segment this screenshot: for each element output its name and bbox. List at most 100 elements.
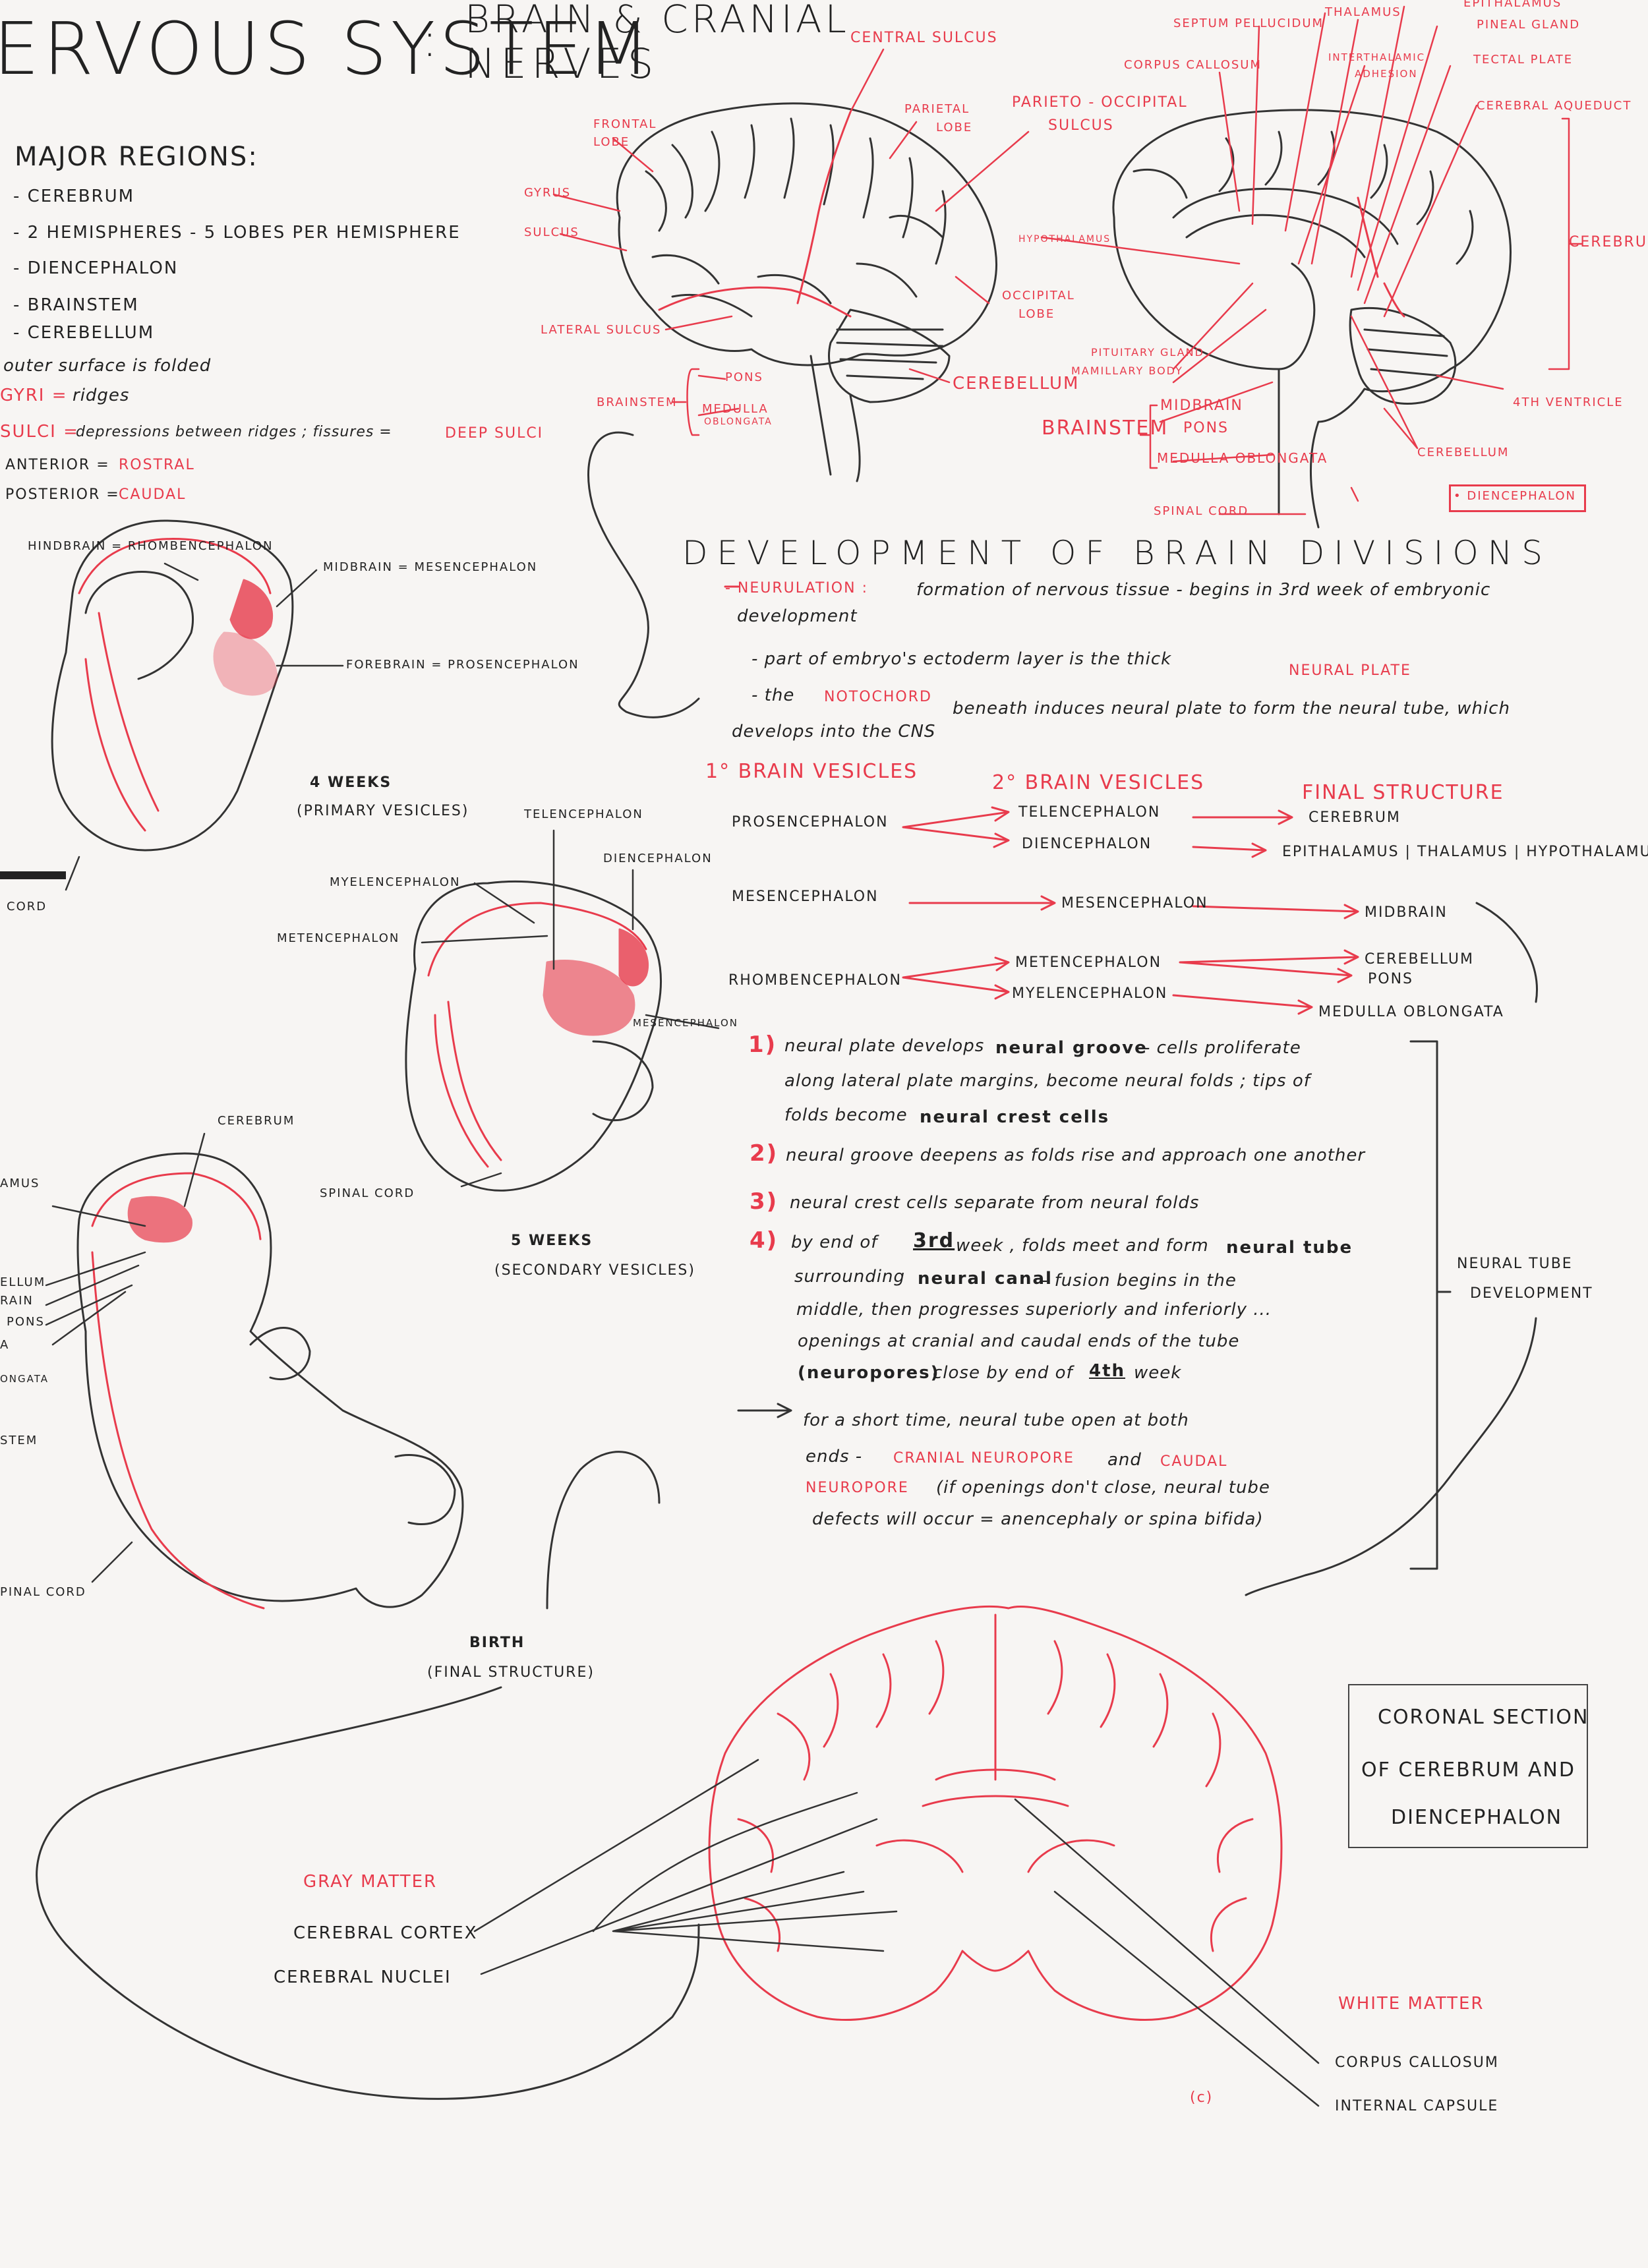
- embryo-leaders: [45, 562, 720, 1583]
- label-cerebellum-sag: CEREBELLUM: [1417, 446, 1510, 459]
- embryo-4-weeks: [51, 519, 294, 852]
- label-mesencephalon-emb: MESENCEPHALON: [633, 1017, 739, 1029]
- label-corpus-callosum-sag: CORPUS CALLOSUM: [1124, 58, 1262, 72]
- label-pineal: PINEAL GLAND: [1477, 18, 1581, 32]
- neural-tube-bracket: [737, 1040, 1452, 1570]
- label-4-weeks: 4 WEEKS: [310, 774, 392, 791]
- connector-lines: [36, 431, 1538, 2100]
- label-brainstem-sag: BRAINSTEM: [1042, 417, 1169, 440]
- lateral-leaders: [552, 48, 1030, 436]
- label-white-matter: WHITE MATTER: [1338, 1994, 1485, 2014]
- label-pons-lat: PONS: [725, 370, 763, 384]
- step-4l: 4th: [1089, 1361, 1126, 1381]
- step-4k: close by end of: [933, 1363, 1073, 1383]
- label-cerebrum-fetus: CEREBRUM: [218, 1114, 295, 1128]
- anterior-term: ANTERIOR =: [5, 457, 110, 473]
- step-5h: defects will occur = anencephaly or spin…: [812, 1509, 1264, 1529]
- coronal-title-3: DIENCEPHALON: [1391, 1806, 1563, 1829]
- label-midbrain-sag: MIDBRAIN: [1160, 397, 1243, 414]
- label-mamillary: MAMILLARY BODY: [1071, 364, 1183, 377]
- lateral-brain-drawing: [616, 102, 997, 482]
- diencephalon-legend-box: [1449, 484, 1586, 512]
- title-colon: :: [422, 13, 442, 67]
- step-5d: and: [1107, 1450, 1142, 1470]
- label-ongata: ONGATA: [0, 1373, 49, 1385]
- label-secondary-vesicles: (SECONDARY VESICLES): [494, 1262, 695, 1279]
- label-medulla-lat: MEDULLA: [702, 402, 769, 416]
- notochord-term: NOTOCHORD: [824, 689, 932, 705]
- label-pinal-cord: PINAL CORD: [0, 1585, 86, 1599]
- label-birth: BIRTH: [469, 1635, 525, 1651]
- label-stem: STEM: [0, 1434, 38, 1447]
- label-metencephalon-emb: METENCEPHALON: [277, 931, 400, 945]
- step-2: neural groove deepens as folds rise and …: [786, 1146, 1366, 1165]
- gyri-term: GYRI =: [0, 386, 68, 405]
- embryo-5-weeks: [405, 880, 662, 1192]
- label-cerebral-cortex: CEREBRAL CORTEX: [293, 1923, 478, 1943]
- label-occipital-lobe: LOBE: [1018, 307, 1055, 321]
- vesicle-arrows: [724, 585, 1359, 1015]
- label-telencephalon-emb: TELENCEPHALON: [524, 807, 643, 821]
- page-title: ERVOUS SYSTEM: [0, 7, 654, 91]
- row-cerebellum: CEREBELLUM: [1365, 951, 1474, 968]
- label-final-structure: (FINAL STRUCTURE): [427, 1664, 595, 1681]
- row-medulla: MEDULLA OBLONGATA: [1318, 1004, 1504, 1020]
- label-pons-sag: PONS: [1183, 420, 1229, 436]
- label-forebrain: FOREBRAIN = PROSENCEPHALON: [346, 658, 579, 672]
- label-epithalamus: EPITHALAMUS: [1463, 0, 1562, 10]
- step-4a: by end of: [791, 1233, 878, 1252]
- major-item-4: - BRAINSTEM: [13, 295, 139, 315]
- label-c-mark: (c): [1190, 2089, 1214, 2106]
- step-5a: for a short time, neural tube open at bo…: [803, 1410, 1189, 1430]
- step-4-number: 4): [750, 1227, 779, 1254]
- neural-tube-label-1: NEURAL TUBE: [1457, 1256, 1573, 1272]
- coronal-title-2: OF CEREBRUM AND: [1361, 1759, 1575, 1782]
- major-item-5: - CEREBELLUM: [13, 323, 155, 343]
- neural-tube-label-2: DEVELOPMENT: [1470, 1285, 1593, 1302]
- embryo-5-weeks-red: [427, 902, 649, 1168]
- row-telencephalon: TELENCEPHALON: [1018, 804, 1161, 821]
- label-occipital: OCCIPITAL: [1002, 289, 1075, 303]
- label-rain: RAIN: [0, 1294, 34, 1308]
- row-midbrain: MIDBRAIN: [1365, 904, 1448, 921]
- label-medulla-sag: MEDULLA OBLONGATA: [1157, 450, 1328, 466]
- step-1b: neural groove: [995, 1038, 1148, 1058]
- row-mesencephalon-2: MESENCEPHALON: [1061, 895, 1208, 912]
- step-4i: openings at cranial and caudal ends of t…: [798, 1331, 1240, 1351]
- notochord-pre: - the: [751, 685, 795, 705]
- step-5g: (if openings don't close, neural tube: [936, 1478, 1270, 1497]
- label-corpus-callosum-cor: CORPUS CALLOSUM: [1335, 2054, 1499, 2071]
- coronal-title-1: CORONAL SECTION: [1378, 1706, 1589, 1729]
- label-parietal: PARIETAL: [904, 102, 970, 116]
- notochord-text2: develops into the CNS: [732, 722, 936, 741]
- major-item-1: - CEREBRUM: [13, 187, 135, 206]
- step-1c: - cells proliferate: [1144, 1038, 1301, 1058]
- label-ellum: ELLUM: [0, 1275, 46, 1289]
- major-item-3: - DIENCEPHALON: [13, 258, 179, 278]
- step-2-number: 2): [750, 1140, 779, 1167]
- label-spinal-cord-sag: SPINAL CORD: [1154, 504, 1249, 518]
- step-5c: CRANIAL NEUROPORE: [893, 1450, 1074, 1467]
- row-epithalamus: EPITHALAMUS | THALAMUS | HYPOTHALAMUS: [1282, 844, 1648, 860]
- label-tectal: TECTAL PLATE: [1473, 53, 1574, 67]
- step-4e: surrounding: [794, 1267, 905, 1287]
- label-diencephalon-legend: • DIENCEPHALON: [1454, 489, 1577, 503]
- major-item-2: - 2 HEMISPHERES - 5 LOBES PER HEMISPHERE: [13, 223, 461, 243]
- posterior-value: CAUDAL: [119, 486, 187, 503]
- label-amus: AMUS: [0, 1177, 40, 1190]
- label-cerebrum-sag: CEREBRUM: [1569, 234, 1648, 250]
- label-hindbrain: HINDBRAIN = RHOMBENCEPHALON: [28, 539, 274, 553]
- outer-surface-note: outer surface is folded: [3, 356, 212, 376]
- sagittal-leaders: [1040, 5, 1583, 515]
- step-5f: NEUROPORE: [806, 1480, 909, 1496]
- anterior-value: ROSTRAL: [119, 457, 195, 473]
- step-5e: CAUDAL: [1160, 1453, 1228, 1470]
- label-gray-matter: GRAY MATTER: [303, 1872, 438, 1892]
- neural-plate-text: - part of embryo's ectoderm layer is the…: [751, 649, 1172, 669]
- label-cerebellum-lat: CEREBELLUM: [953, 374, 1080, 393]
- final-structure-header: FINAL STRUCTURE: [1302, 781, 1504, 804]
- step-4b: 3rd: [913, 1229, 955, 1252]
- step-3-number: 3): [750, 1188, 779, 1215]
- sulci-deep: DEEP SULCI: [445, 425, 544, 442]
